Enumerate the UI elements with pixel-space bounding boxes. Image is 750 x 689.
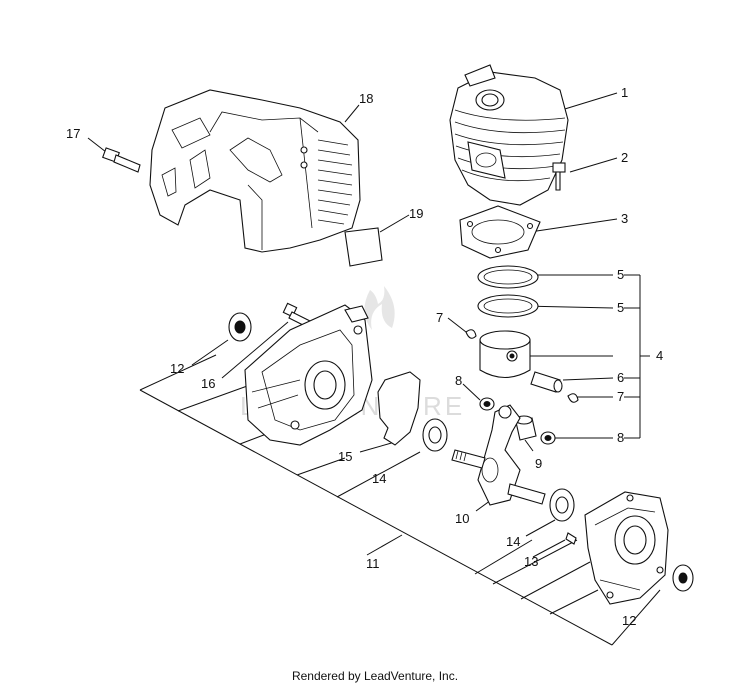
part-14-bearings <box>422 418 575 522</box>
callout-labels: 1 2 3 4 5 5 6 7 7 8 8 9 10 11 12 12 13 1… <box>66 85 663 628</box>
part-8-bearings <box>479 397 556 445</box>
part-15-crankcase-gasket <box>377 371 421 446</box>
part-18-cylinder-cover <box>149 89 361 253</box>
part-6-piston-pin <box>530 371 563 393</box>
leader-lines <box>87 92 661 646</box>
part-12-oil-seals <box>228 312 694 592</box>
callout-5b: 5 <box>617 300 624 315</box>
part-11-crankcase-left <box>244 304 373 446</box>
callout-9: 9 <box>535 456 542 471</box>
part-17-bolt <box>102 147 141 173</box>
callout-10: 10 <box>455 511 469 526</box>
part-7-clips <box>465 329 579 403</box>
callout-18: 18 <box>359 91 373 106</box>
callout-5a: 5 <box>617 267 624 282</box>
callout-3: 3 <box>621 211 628 226</box>
part-2-bolt <box>552 162 566 191</box>
callout-1: 1 <box>621 85 628 100</box>
callout-7b: 7 <box>617 389 624 404</box>
callout-13: 13 <box>524 554 538 569</box>
part-4-piston <box>479 330 531 379</box>
callout-11: 11 <box>366 556 380 571</box>
callout-12a: 12 <box>170 361 184 376</box>
callout-16: 16 <box>201 376 215 391</box>
credit-footer: Rendered by LeadVenture, Inc. <box>291 669 459 683</box>
callout-14a: 14 <box>372 471 386 486</box>
part-11-crankcase-right <box>584 491 669 605</box>
callout-14b: 14 <box>506 534 520 549</box>
callout-7a: 7 <box>436 310 443 325</box>
callout-8b: 8 <box>617 430 624 445</box>
part-10-crankshaft <box>451 404 546 506</box>
callout-19: 19 <box>409 206 423 221</box>
callout-17: 17 <box>66 126 80 141</box>
part-1-cylinder <box>449 64 569 206</box>
part-3-gasket <box>459 205 541 259</box>
callout-6: 6 <box>617 370 624 385</box>
callout-4: 4 <box>656 348 663 363</box>
part-13-dowel-pin <box>565 532 577 545</box>
callout-15: 15 <box>338 449 352 464</box>
part-19-label <box>344 227 383 267</box>
callout-12b: 12 <box>622 613 636 628</box>
part-5-piston-rings <box>477 265 539 318</box>
callout-8a: 8 <box>455 373 462 388</box>
callout-2: 2 <box>621 150 628 165</box>
